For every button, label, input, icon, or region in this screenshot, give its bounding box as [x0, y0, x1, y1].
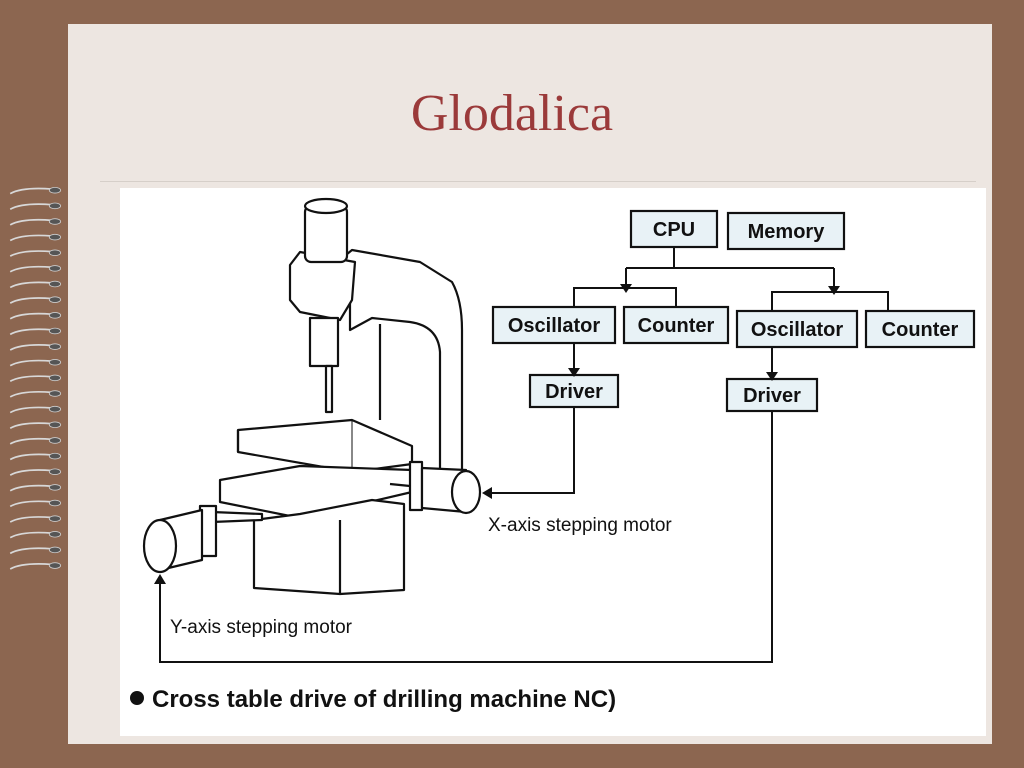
spindle-quill [308, 316, 340, 368]
counter-left-box [622, 305, 730, 345]
slide-title: Glodalica [410, 85, 614, 142]
binding-ring [9, 218, 53, 226]
memory-label: Memory [748, 221, 826, 243]
binding-hole [48, 546, 62, 554]
diagram-panel [120, 188, 986, 736]
binding-hole [48, 452, 62, 460]
oscillator-left-label: Oscillator [508, 315, 600, 337]
binding-ring [9, 390, 53, 398]
y-axis-motor-label: Y-axis stepping motor [170, 617, 353, 638]
binding-hole [48, 484, 62, 491]
binding-ring [9, 359, 53, 367]
binding-ring [9, 547, 53, 555]
binding-hole [48, 296, 62, 303]
memory-box [726, 211, 846, 251]
binding-hole [48, 468, 62, 475]
binding-hole [48, 421, 62, 429]
spindle-motor [303, 204, 349, 264]
binding-hole [48, 531, 62, 538]
binding-ring [9, 484, 53, 492]
binding-hole [48, 233, 62, 241]
binding-hole [48, 280, 62, 288]
binding-ring [9, 422, 53, 429]
oscillator-right-box [735, 309, 859, 349]
bullet-icon [130, 691, 144, 705]
counter-right-label: Counter [882, 319, 959, 341]
upper-table [236, 418, 414, 474]
binding-hole [48, 358, 62, 366]
binding-hole [48, 499, 62, 507]
block-labels: CPU Memory Oscillator Counter Oscillator… [508, 219, 959, 407]
binding-ring [9, 234, 53, 242]
binding-ring [9, 375, 53, 383]
drill-bit [324, 364, 334, 414]
oscillator-left-box [491, 305, 617, 345]
binding-hole [48, 437, 62, 444]
x-axis-motor-plate [408, 460, 424, 512]
drilling-machine [142, 197, 482, 596]
binding-ring [9, 406, 53, 414]
control-blocks [491, 209, 976, 413]
driver-left-label: Driver [545, 381, 603, 403]
binding-ring [9, 265, 53, 273]
title-divider [100, 181, 976, 182]
driver-right-label: Driver [743, 385, 801, 407]
arrowheads [154, 284, 840, 584]
binding-hole [48, 405, 62, 413]
cpu-label: CPU [653, 219, 695, 241]
binding-ring [9, 453, 53, 461]
counter-right-box [864, 309, 976, 349]
binding-hole [48, 218, 62, 225]
binding-ring [9, 344, 53, 351]
binding-ring [9, 437, 53, 445]
spiral-binding [0, 0, 68, 768]
binding-ring [9, 187, 53, 195]
binding-hole [48, 249, 62, 257]
binding-ring [9, 328, 53, 336]
binding-hole [48, 390, 62, 397]
binding-ring [9, 469, 53, 476]
y-axis-lead-screw [210, 510, 264, 524]
binding-hole [48, 202, 62, 210]
binding-hole [48, 562, 62, 569]
x-axis-motor-label: X-axis stepping motor [488, 515, 672, 536]
counter-left-label: Counter [638, 315, 715, 337]
binding-ring [9, 312, 53, 320]
binding-ring [9, 297, 53, 304]
binding-ring [9, 516, 53, 523]
binding-hole [48, 265, 62, 272]
binding-ring [9, 563, 53, 570]
binding-hole [48, 312, 62, 319]
machine-base [252, 498, 406, 596]
driver-right-box [725, 377, 819, 413]
binding-ring [9, 250, 53, 257]
diagram-caption: Cross table drive of drilling machine NC… [130, 686, 770, 714]
binding-hole [48, 343, 62, 350]
binding-hole [48, 186, 62, 194]
binding-hole [48, 327, 62, 335]
binding-ring [9, 203, 53, 210]
binding-ring [9, 500, 53, 508]
oscillator-right-label: Oscillator [751, 319, 843, 341]
binding-hole [48, 374, 62, 382]
binding-ring [9, 281, 53, 289]
caption-text: Cross table drive of drilling machine NC… [152, 686, 617, 713]
binding-hole [48, 515, 62, 522]
binding-ring [9, 531, 53, 539]
